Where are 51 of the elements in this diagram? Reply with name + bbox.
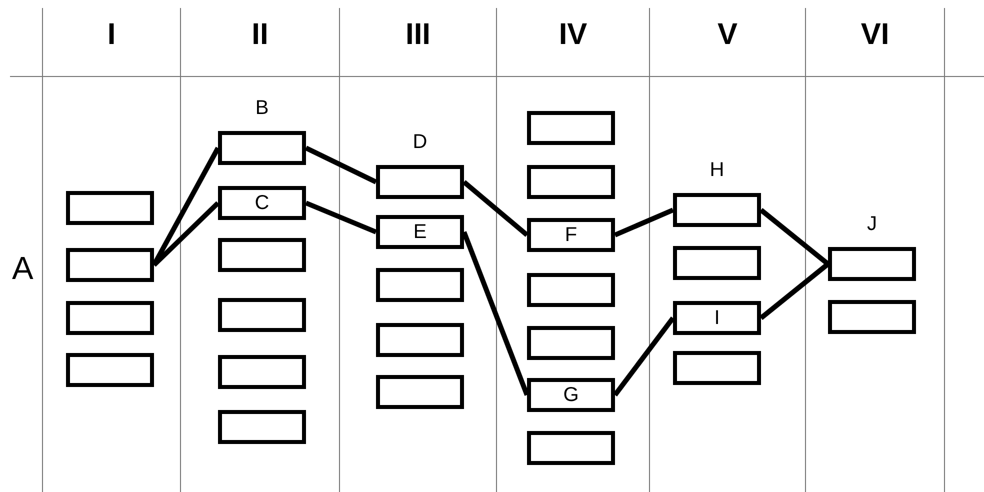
option-box [527, 326, 615, 360]
option-box [673, 351, 761, 385]
connector-line [613, 316, 675, 396]
connector-line [759, 262, 830, 320]
option-box [376, 323, 464, 357]
box-label: D [412, 131, 428, 153]
option-box [376, 375, 464, 409]
column-heading: V [717, 18, 738, 52]
connector-line [304, 146, 378, 184]
column-heading: II [252, 18, 268, 52]
option-box [66, 191, 154, 225]
option-box [828, 300, 916, 334]
connector-line [152, 146, 220, 266]
option-box [218, 410, 306, 444]
connector-line [462, 231, 530, 396]
column-heading: I [107, 18, 116, 52]
box-label: B [255, 97, 269, 119]
option-box [673, 246, 761, 280]
column-heading: IV [558, 18, 588, 52]
option-box [218, 186, 306, 220]
column-heading: III [405, 18, 430, 52]
option-box [218, 298, 306, 332]
column-heading: VI [860, 18, 890, 52]
row-label: A [12, 250, 34, 286]
connector-line [759, 208, 830, 266]
connector-line [614, 208, 674, 238]
box-label: J [867, 213, 877, 235]
table-column [42, 8, 181, 492]
box-label: H [710, 159, 724, 181]
box-label: E [413, 221, 427, 243]
option-box [527, 165, 615, 199]
box-label: F [564, 224, 578, 246]
option-box [527, 111, 615, 145]
box-label: G [563, 384, 579, 406]
connector-line [305, 200, 377, 234]
connector-line [152, 201, 220, 267]
option-box [66, 353, 154, 387]
option-box [673, 301, 761, 335]
option-box [218, 355, 306, 389]
option-box [527, 273, 615, 307]
option-box [527, 378, 615, 412]
option-box [527, 431, 615, 465]
option-box [527, 218, 615, 252]
option-box [66, 301, 154, 335]
option-box [376, 268, 464, 302]
option-box [218, 238, 306, 272]
box-label: C [254, 192, 270, 214]
box-label: I [714, 307, 720, 329]
option-box [376, 215, 464, 249]
connector-line [462, 180, 529, 237]
option-box [66, 248, 154, 282]
